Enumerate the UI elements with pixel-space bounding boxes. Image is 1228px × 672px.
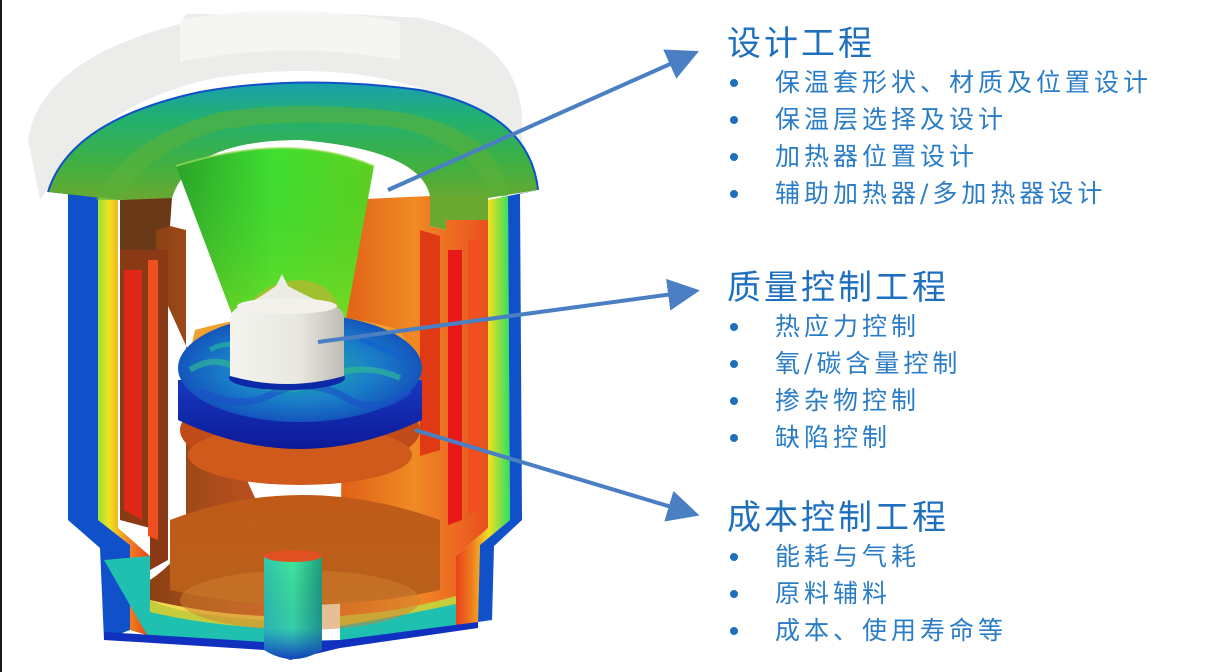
list-item: 掺杂物控制 (727, 382, 961, 419)
bullet-list: 保温套形状、材质及位置设计 保温层选择及设计 加热器位置设计 辅助加热器/多加热… (727, 64, 1152, 212)
list-item: 氧/碳含量控制 (727, 345, 961, 382)
bullet-list: 能耗与气耗 原料辅料 成本、使用寿命等 (727, 538, 1007, 649)
bullet-dot-icon (730, 434, 738, 442)
bullet-dot-icon (730, 153, 738, 161)
bullet-dot-icon (730, 360, 738, 368)
bullet-list: 热应力控制 氧/碳含量控制 掺杂物控制 缺陷控制 (727, 308, 961, 456)
list-item-text: 掺杂物控制 (775, 386, 921, 415)
bullet-dot-icon (730, 323, 738, 331)
list-item-text: 加热器位置设计 (775, 142, 979, 171)
list-item: 保温套形状、材质及位置设计 (727, 64, 1152, 101)
bullet-dot-icon (730, 553, 738, 561)
bullet-dot-icon (730, 116, 738, 124)
section-title: 设计工程 (727, 24, 875, 64)
list-item-text: 保温层选择及设计 (775, 105, 1008, 134)
list-item: 能耗与气耗 (727, 538, 1007, 575)
list-item: 缺陷控制 (727, 419, 961, 456)
list-item-text: 热应力控制 (775, 312, 921, 341)
list-item: 热应力控制 (727, 308, 961, 345)
list-item-text: 氧/碳含量控制 (775, 349, 962, 378)
list-item-text: 成本、使用寿命等 (775, 616, 1008, 645)
list-item: 加热器位置设计 (727, 138, 1152, 175)
list-item: 原料辅料 (727, 575, 1007, 612)
furnace-thermal-simulation-image (28, 14, 539, 660)
bullet-dot-icon (730, 79, 738, 87)
section-title: 质量控制工程 (727, 268, 949, 308)
bullet-dot-icon (730, 627, 738, 635)
bullet-dot-icon (730, 397, 738, 405)
section-quality-control: 质量控制工程 热应力控制 氧/碳含量控制 掺杂物控制 缺陷控制 (727, 268, 961, 456)
section-title: 成本控制工程 (727, 498, 949, 538)
bullet-dot-icon (730, 590, 738, 598)
list-item-text: 保温套形状、材质及位置设计 (775, 68, 1153, 97)
list-item: 成本、使用寿命等 (727, 612, 1007, 649)
list-item-text: 辅助加热器/多加热器设计 (775, 179, 1107, 208)
bullet-dot-icon (730, 190, 738, 198)
list-item-text: 缺陷控制 (775, 423, 892, 452)
list-item-text: 原料辅料 (775, 579, 892, 608)
section-cost-control: 成本控制工程 能耗与气耗 原料辅料 成本、使用寿命等 (727, 498, 1007, 649)
list-item: 辅助加热器/多加热器设计 (727, 175, 1152, 212)
section-design-engineering: 设计工程 保温套形状、材质及位置设计 保温层选择及设计 加热器位置设计 辅助加热… (727, 24, 1152, 212)
list-item-text: 能耗与气耗 (775, 542, 921, 571)
list-item: 保温层选择及设计 (727, 101, 1152, 138)
image-left-border (0, 0, 2, 672)
